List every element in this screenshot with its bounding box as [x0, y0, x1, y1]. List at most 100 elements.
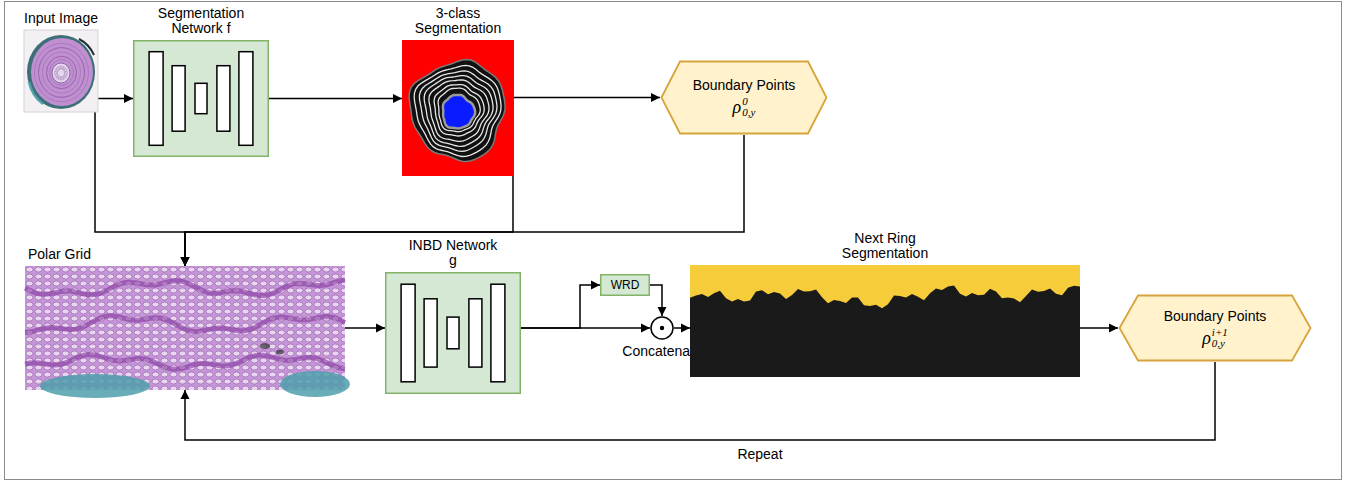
- hex-node: Boundary Points ρ00,y: [660, 60, 828, 135]
- ring-band: [25, 355, 345, 370]
- node-heading: Segmentation Network f: [146, 6, 256, 36]
- polar-illustration: [25, 266, 345, 390]
- connector: [514, 93, 660, 102]
- bark-region: [40, 374, 150, 398]
- network-layer: [239, 52, 253, 146]
- growth-ring: [35, 43, 89, 101]
- node-heading: INBD Network g: [408, 238, 498, 268]
- module-box: [601, 275, 650, 296]
- dark-spot: [276, 350, 284, 355]
- hexagon-content: Boundary Points ρ00,y: [660, 60, 828, 135]
- image-background: [24, 30, 98, 112]
- connector: [345, 324, 385, 333]
- polar-texture: [25, 266, 345, 390]
- arrowhead: [376, 324, 385, 333]
- connector-line: [269, 98, 402, 100]
- outer-border: [5, 2, 1342, 480]
- node-heading: Input Image: [24, 11, 98, 26]
- polar-node: Polar Grid: [25, 266, 345, 390]
- dark-spot: [260, 343, 270, 349]
- network-box: [386, 273, 521, 394]
- ring-boundary: [419, 71, 497, 151]
- arrowhead: [681, 324, 690, 333]
- ring-illustration: [690, 265, 1080, 377]
- bark: [27, 35, 95, 109]
- network-box: [134, 41, 269, 157]
- concat-dot: [660, 326, 664, 330]
- arrowhead: [181, 257, 190, 266]
- connector-line: [521, 285, 600, 328]
- wood: [31, 38, 93, 106]
- arrowhead: [181, 257, 190, 266]
- node-heading: 3-class Segmentation: [403, 6, 513, 36]
- net-node: Segmentation Network f: [133, 40, 269, 157]
- net-illustration: [385, 272, 521, 394]
- circle-illustration: [650, 316, 674, 340]
- arrowhead: [651, 93, 660, 102]
- network-layer: [172, 66, 185, 132]
- superscript: 0: [742, 96, 755, 107]
- input-illustration: [24, 30, 98, 112]
- edge-label: Repeat: [735, 446, 784, 462]
- arrowhead: [658, 307, 667, 316]
- network-layer: [149, 52, 163, 146]
- superscript: i+1: [1212, 327, 1228, 338]
- arrowhead: [641, 324, 650, 333]
- net-illustration: [133, 40, 269, 157]
- connector-line: [514, 97, 660, 99]
- subscript: 0,y: [1212, 338, 1228, 349]
- seg-node: 3-class Segmentation: [402, 40, 514, 176]
- ring-boundary: [414, 65, 501, 156]
- wrd-node: WRD: [600, 274, 650, 296]
- concat-circle: [651, 317, 673, 339]
- pith-class: [443, 95, 475, 128]
- connector: [650, 285, 667, 316]
- circle-node: Concatenate: [650, 316, 674, 340]
- growth-ring: [50, 60, 74, 86]
- symbol: ρ: [733, 97, 742, 117]
- net-node: INBD Network g: [385, 272, 521, 394]
- background-region: [690, 265, 1080, 377]
- growth-ring: [47, 56, 77, 88]
- network-layer: [401, 284, 415, 382]
- next-ring-region: [690, 265, 1080, 308]
- node-title: Boundary Points: [693, 77, 796, 94]
- network-layer: [469, 299, 482, 367]
- hex-node: Boundary Points ρi+10,y: [1118, 294, 1312, 362]
- growth-ring: [43, 52, 81, 93]
- arrowhead: [181, 390, 190, 399]
- ring-boundary: [434, 85, 484, 136]
- ring-boundary: [438, 88, 480, 132]
- math-symbol: ρ00,y: [733, 96, 756, 118]
- pith-cell: [64, 69, 67, 72]
- arrowhead: [181, 257, 190, 266]
- box-content: WRD: [600, 274, 650, 296]
- network-layer: [424, 299, 437, 367]
- ring-boundary: [424, 76, 493, 147]
- wood-class: [409, 59, 505, 161]
- network-layer: [491, 284, 505, 382]
- network-layer: [217, 66, 230, 132]
- connector-line: [521, 327, 650, 329]
- index-stack: 00,y: [742, 96, 755, 118]
- input-node: Input Image: [24, 30, 98, 112]
- subscript: 0,y: [742, 107, 755, 118]
- symbol: ρ: [1202, 328, 1211, 348]
- background-class: [402, 40, 514, 176]
- ring-node: Next Ring Segmentation: [690, 265, 1080, 377]
- math-symbol: ρi+10,y: [1202, 327, 1228, 349]
- connector: [521, 324, 650, 333]
- ring-band: [25, 280, 345, 296]
- pith: [52, 63, 70, 83]
- module-label: WRD: [611, 278, 640, 292]
- arrowhead: [591, 281, 600, 290]
- network-layer: [195, 83, 207, 113]
- node-heading: Next Ring Segmentation: [830, 231, 940, 261]
- node-title: Boundary Points: [1164, 308, 1267, 325]
- growth-ring: [39, 48, 85, 98]
- hexagon-shape: [1120, 296, 1311, 361]
- ring-band: [25, 316, 345, 333]
- connector: [98, 94, 133, 103]
- bark-crack: [79, 39, 94, 55]
